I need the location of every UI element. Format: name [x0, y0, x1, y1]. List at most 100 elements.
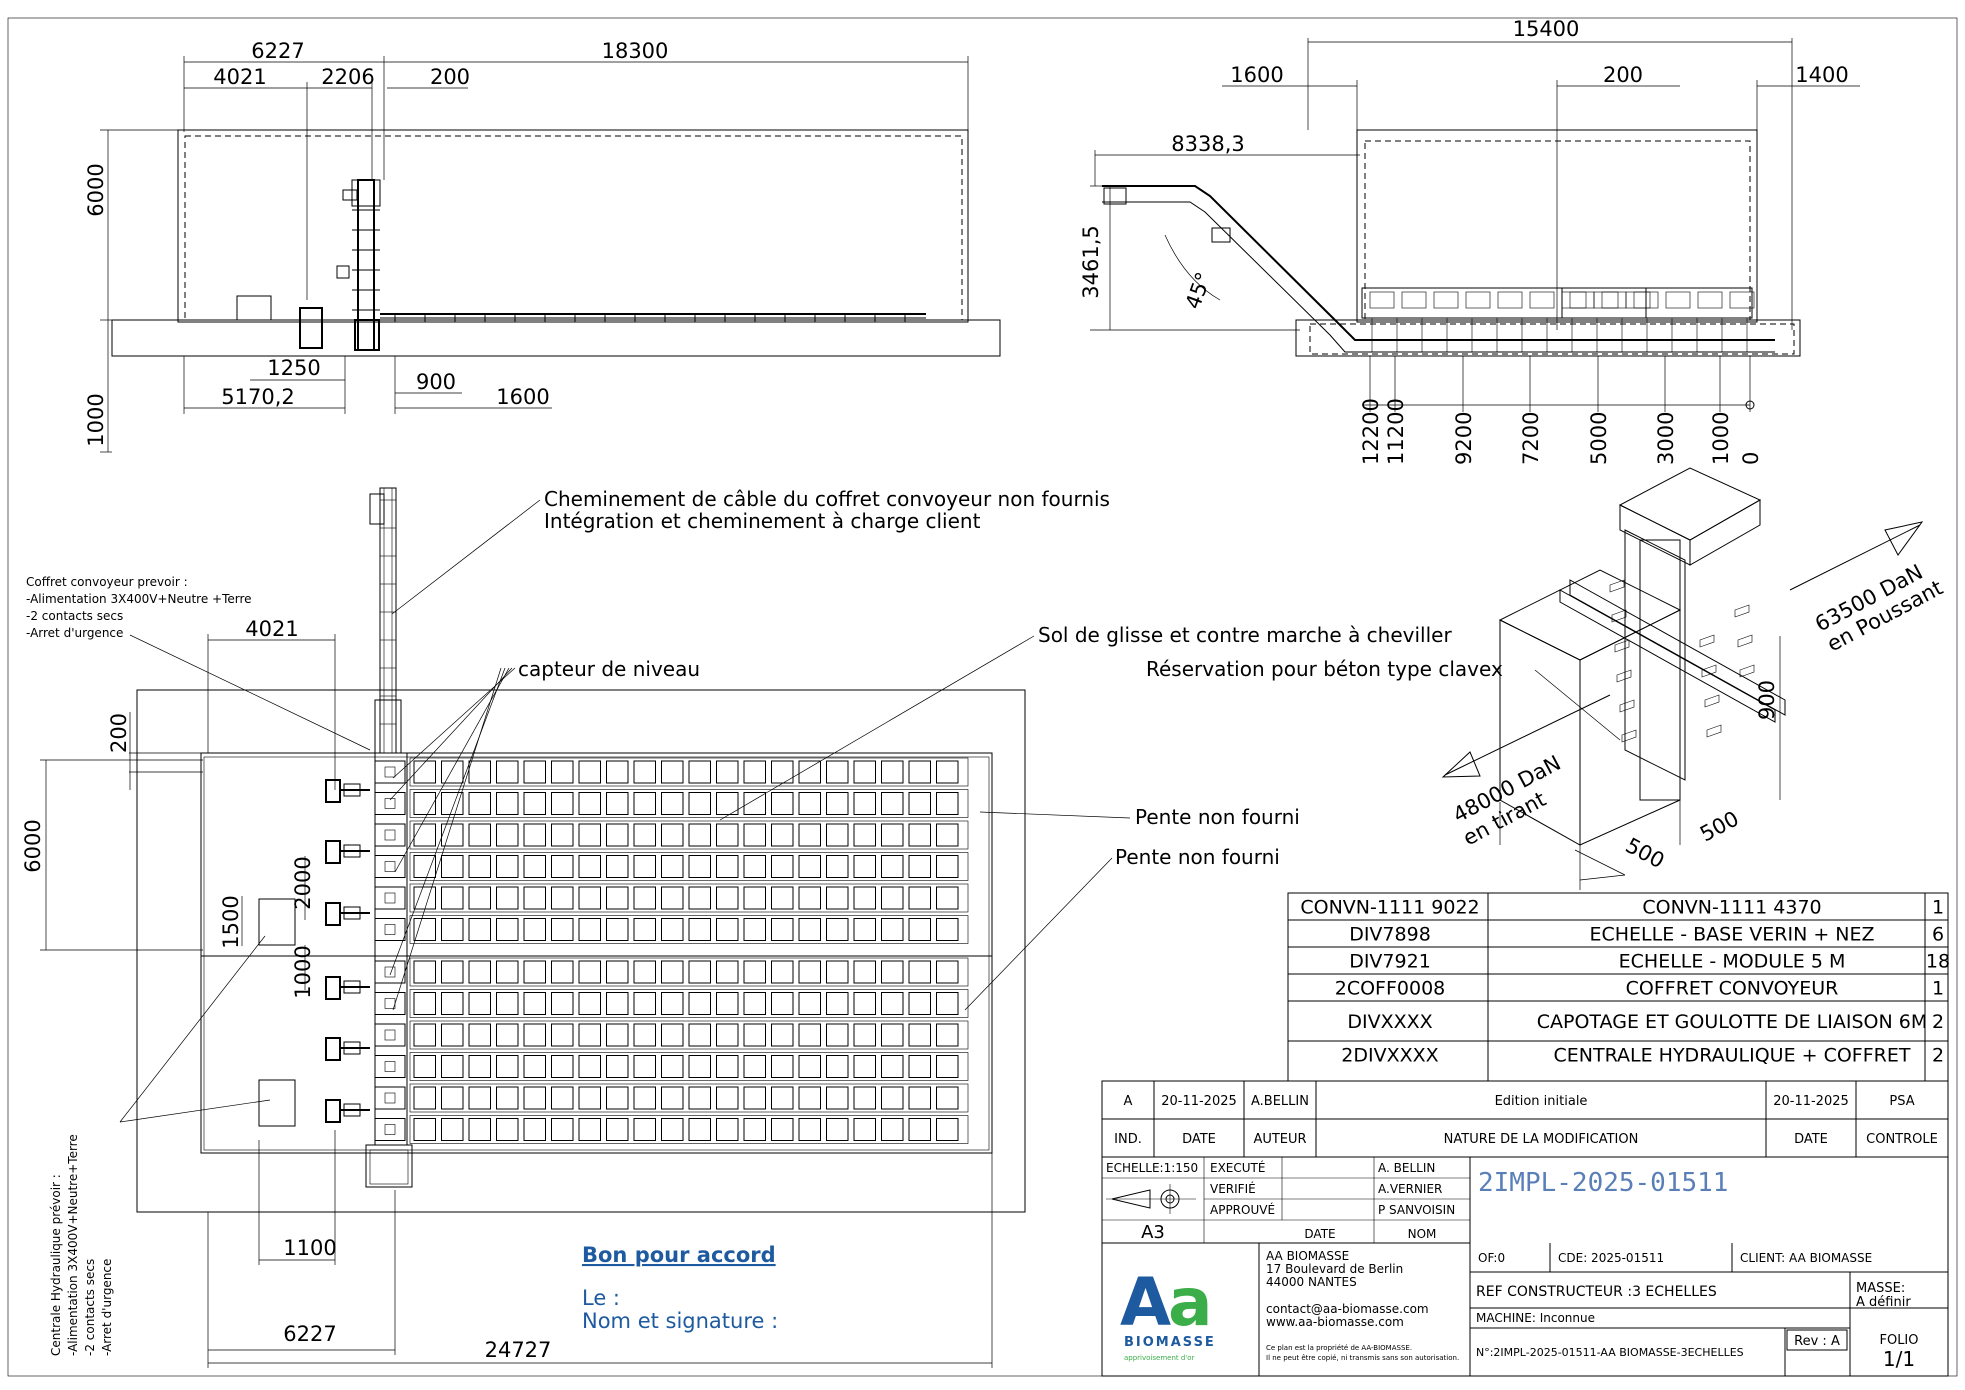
ladder-cell — [688, 918, 711, 941]
building-inner — [184, 135, 963, 321]
ladder-cell — [798, 823, 821, 847]
revision-table: A 20-11-2025 A.BELLIN Edition initiale 2… — [1101, 1080, 1949, 1158]
floor-area — [200, 752, 993, 1154]
ladder-cell — [1697, 291, 1723, 309]
rev-controle: PSA — [1889, 1094, 1914, 1109]
ladder-cell — [551, 1055, 574, 1078]
ladder-cell — [908, 1055, 931, 1078]
ladder-row — [409, 883, 969, 913]
rev-header-ind: IND. — [1114, 1132, 1142, 1147]
ladder-cell — [468, 886, 491, 910]
date-label: DATE — [1304, 1227, 1335, 1241]
ladder-cell — [798, 1055, 821, 1078]
anchor-peg — [1699, 634, 1715, 648]
bom-designation: CONVN-1111 4370 — [1642, 897, 1821, 919]
ladder-cell — [716, 886, 739, 910]
ladder-cell — [1529, 291, 1555, 309]
ladder-cell — [523, 792, 546, 815]
approval-block: Bon pour accord Le : Nom et signature : — [582, 1243, 778, 1333]
ladder-cell — [936, 886, 959, 910]
company-name: AA BIOMASSE — [1266, 1249, 1349, 1263]
sensor-icon — [384, 998, 396, 1009]
ladder-cell — [606, 992, 629, 1015]
ladder-cell — [661, 1023, 684, 1047]
dim-text: 900 — [1755, 680, 1779, 720]
company-address-1: 17 Boulevard de Berlin — [1266, 1262, 1403, 1276]
ladder-cell — [578, 760, 601, 784]
ladder-cell — [496, 855, 519, 878]
floor-slab — [111, 319, 1001, 357]
ladder-cell — [1497, 291, 1523, 309]
ladder-cell — [743, 918, 766, 941]
ladder-cell — [606, 1055, 629, 1078]
ladder-cell — [771, 992, 794, 1015]
ladder-cell — [468, 1055, 491, 1078]
annotation-pente-1: Pente non fourni — [1135, 805, 1300, 829]
ladder-cell — [468, 855, 491, 878]
ladder-cell — [743, 992, 766, 1015]
dim-text: 6227 — [251, 39, 304, 63]
cylinder-body — [343, 783, 361, 797]
ladder-cell — [1593, 291, 1619, 309]
capteur-leader — [389, 667, 513, 801]
ladder-cell — [468, 760, 491, 784]
ladder-cell — [606, 823, 629, 847]
ladder-row — [409, 852, 969, 881]
ladder-cell — [881, 760, 904, 784]
dims-bottom-left: 1250 5170,2 900 1600 — [183, 356, 552, 414]
bom-qty: 2 — [1932, 1011, 1944, 1033]
ladder-cell — [441, 1023, 464, 1047]
ladder-cell — [441, 960, 464, 984]
ladder-cell — [578, 1118, 601, 1141]
anchor-peg — [1704, 694, 1720, 708]
logo-tagline: apprivoisement d'or — [1124, 1354, 1195, 1362]
ladder-cell — [661, 992, 684, 1015]
ladder-cell — [908, 855, 931, 878]
ladder-cell — [551, 960, 574, 984]
ladder-cell — [908, 823, 931, 847]
ladder-cell — [1433, 291, 1459, 309]
ladder-cell — [523, 1086, 546, 1110]
ladder-cell — [578, 1023, 601, 1047]
ladder-cell — [853, 960, 876, 984]
cylinder-flange — [325, 1099, 341, 1123]
of-number: OF:0 — [1478, 1251, 1505, 1265]
ladder-cell — [688, 1023, 711, 1047]
ladder-cell — [908, 960, 931, 984]
ladder-cell — [413, 855, 436, 878]
ladder-modules — [1361, 287, 1755, 352]
sensor-icon — [384, 966, 396, 978]
cylinder-bases — [325, 779, 370, 1123]
ladder-cell — [441, 1055, 464, 1078]
ladder-cell — [496, 760, 519, 784]
ladder-cell — [798, 960, 821, 984]
ladder-cell — [771, 1118, 794, 1141]
ladder-row — [409, 757, 969, 787]
bom-ref: 2DIVXXXX — [1341, 1045, 1438, 1067]
ladder-cell — [771, 960, 794, 984]
ladder-cell — [413, 992, 436, 1015]
ladder-cell — [881, 1023, 904, 1047]
ladder-cell — [523, 960, 546, 984]
sensor-box — [374, 1118, 406, 1141]
cde-number: CDE: 2025-01511 — [1558, 1251, 1664, 1265]
ladder-cell — [578, 960, 601, 984]
ladder-cell — [716, 992, 739, 1015]
ladder-cell — [798, 992, 821, 1015]
ladder-cell — [551, 1023, 574, 1047]
sheet-border — [7, 17, 1958, 1377]
bon-pour-accord: Bon pour accord — [582, 1243, 776, 1267]
ladder-cell — [743, 1118, 766, 1141]
ladder-cell — [661, 855, 684, 878]
ladder-cell — [826, 960, 849, 984]
dim-text: 1100 — [283, 1236, 336, 1260]
annotation-reservation: Réservation pour béton type clavex — [1146, 657, 1503, 681]
revision-index: Rev : A — [1794, 1334, 1840, 1349]
ladder-cell — [578, 918, 601, 941]
sensor-icon — [384, 798, 396, 809]
angle-text: 45° — [1181, 269, 1216, 312]
station-label: 0 — [1739, 452, 1763, 465]
company-address-2: 44000 NANTES — [1266, 1275, 1357, 1289]
ladder-cell — [468, 960, 491, 984]
station-label: 11200 — [1384, 398, 1408, 465]
